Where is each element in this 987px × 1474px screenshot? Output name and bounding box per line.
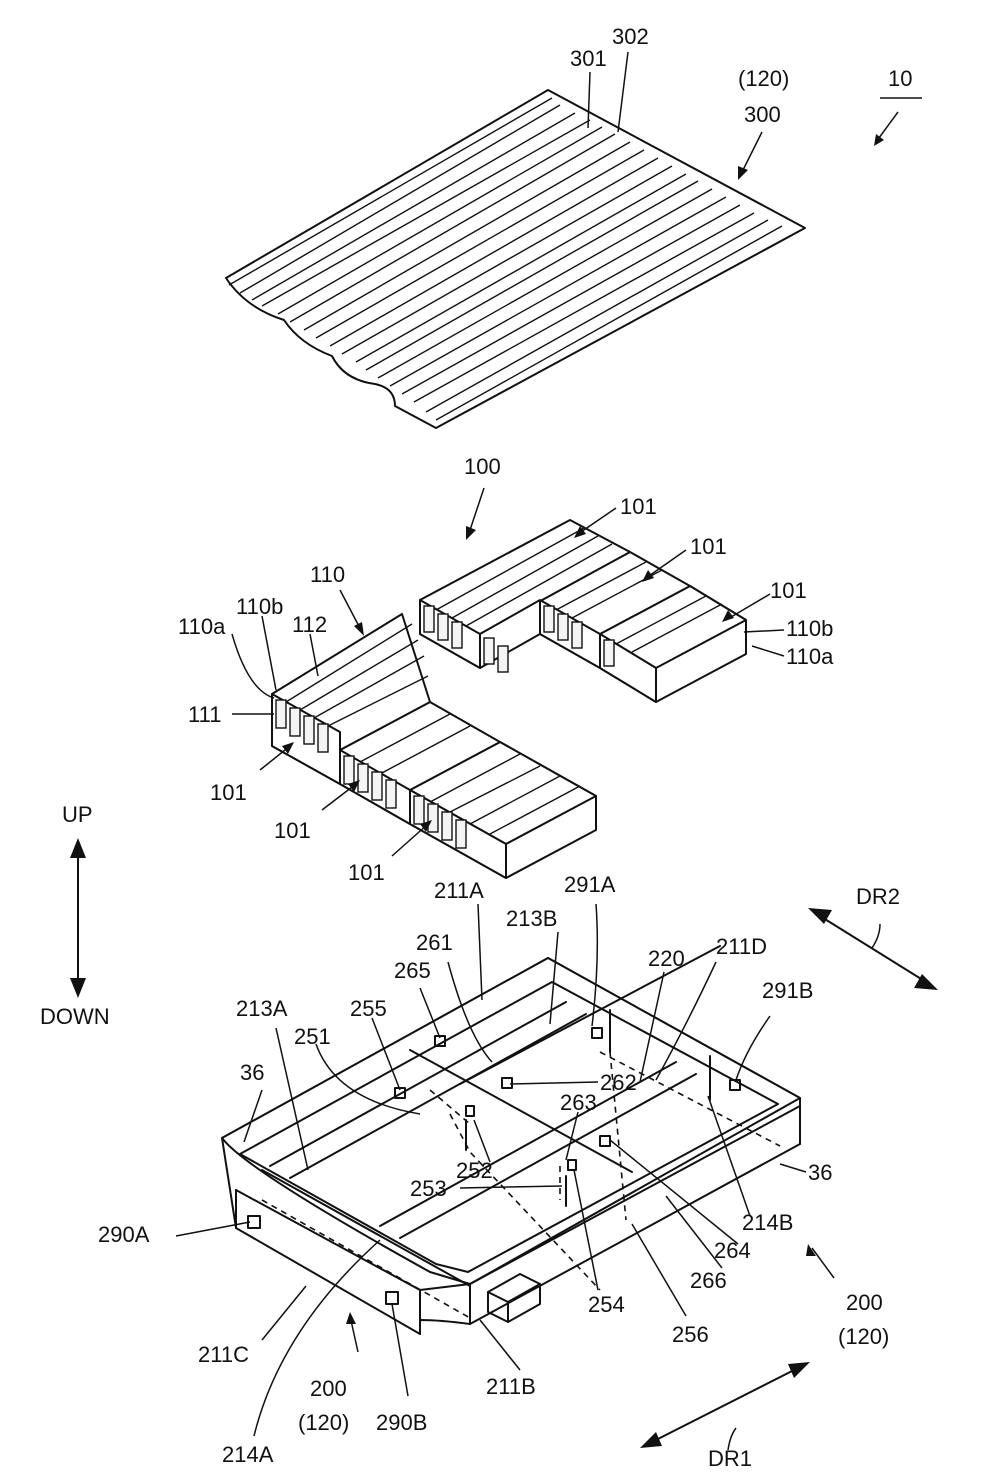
label-101-front-2: 101 xyxy=(274,818,311,843)
label-110b-right: 110b xyxy=(786,616,833,641)
label-120-bottom: (120) xyxy=(298,1410,349,1435)
label-291A: 291A xyxy=(564,872,616,897)
label-110a-left: 110a xyxy=(178,614,226,639)
label-110a-right: 110a xyxy=(786,644,834,669)
label-112: 112 xyxy=(292,612,327,637)
label-36-right: 36 xyxy=(808,1160,832,1185)
label-301: 301 xyxy=(570,46,607,71)
label-120-top: (120) xyxy=(738,66,789,91)
label-261: 261 xyxy=(416,930,453,955)
label-211D: 211D xyxy=(716,934,767,959)
label-265: 265 xyxy=(394,958,431,983)
label-290B: 290B xyxy=(376,1410,427,1435)
label-220: 220 xyxy=(648,946,685,971)
label-dr2: DR2 xyxy=(856,884,900,909)
label-214A: 214A xyxy=(222,1442,274,1467)
label-266: 266 xyxy=(690,1268,727,1293)
label-211C: 211C xyxy=(198,1342,249,1367)
label-200-bottom: 200 xyxy=(310,1376,347,1401)
label-254: 254 xyxy=(588,1292,625,1317)
label-213B: 213B xyxy=(506,906,557,931)
label-111: 111 xyxy=(188,702,221,727)
label-200-right: 200 xyxy=(846,1290,883,1315)
label-255: 255 xyxy=(350,996,387,1021)
label-214B: 214B xyxy=(742,1210,793,1235)
label-down: DOWN xyxy=(40,1004,110,1029)
label-253: 253 xyxy=(410,1176,447,1201)
label-101-front-1: 101 xyxy=(210,780,247,805)
label-252: 252 xyxy=(456,1158,493,1183)
label-110b-left: 110b xyxy=(236,594,283,619)
label-101-back-3: 101 xyxy=(770,578,807,603)
label-300: 300 xyxy=(744,102,781,127)
label-36-left: 36 xyxy=(240,1060,264,1085)
label-290A: 290A xyxy=(98,1222,150,1247)
label-256: 256 xyxy=(672,1322,709,1347)
label-263: 263 xyxy=(560,1090,597,1115)
arrow-up-down xyxy=(70,838,86,998)
label-101-back-2: 101 xyxy=(690,534,727,559)
label-211A: 211A xyxy=(434,878,484,903)
label-213A: 213A xyxy=(236,996,288,1021)
label-262: 262 xyxy=(600,1070,637,1095)
label-110: 110 xyxy=(310,562,345,587)
cover-plate xyxy=(226,90,805,428)
label-up: UP xyxy=(62,802,93,827)
label-264: 264 xyxy=(714,1238,751,1263)
label-120-right: (120) xyxy=(838,1324,889,1349)
label-211B: 211B xyxy=(486,1374,536,1399)
label-302: 302 xyxy=(612,24,649,49)
label-100: 100 xyxy=(464,454,501,479)
label-251: 251 xyxy=(294,1024,331,1049)
arrow-dr1 xyxy=(640,1362,810,1448)
label-101-back-1: 101 xyxy=(620,494,657,519)
label-dr1: DR1 xyxy=(708,1446,752,1471)
arrow-dr2 xyxy=(808,908,938,990)
label-101-front-3: 101 xyxy=(348,860,385,885)
label-10: 10 xyxy=(888,66,912,91)
label-291B: 291B xyxy=(762,978,813,1003)
